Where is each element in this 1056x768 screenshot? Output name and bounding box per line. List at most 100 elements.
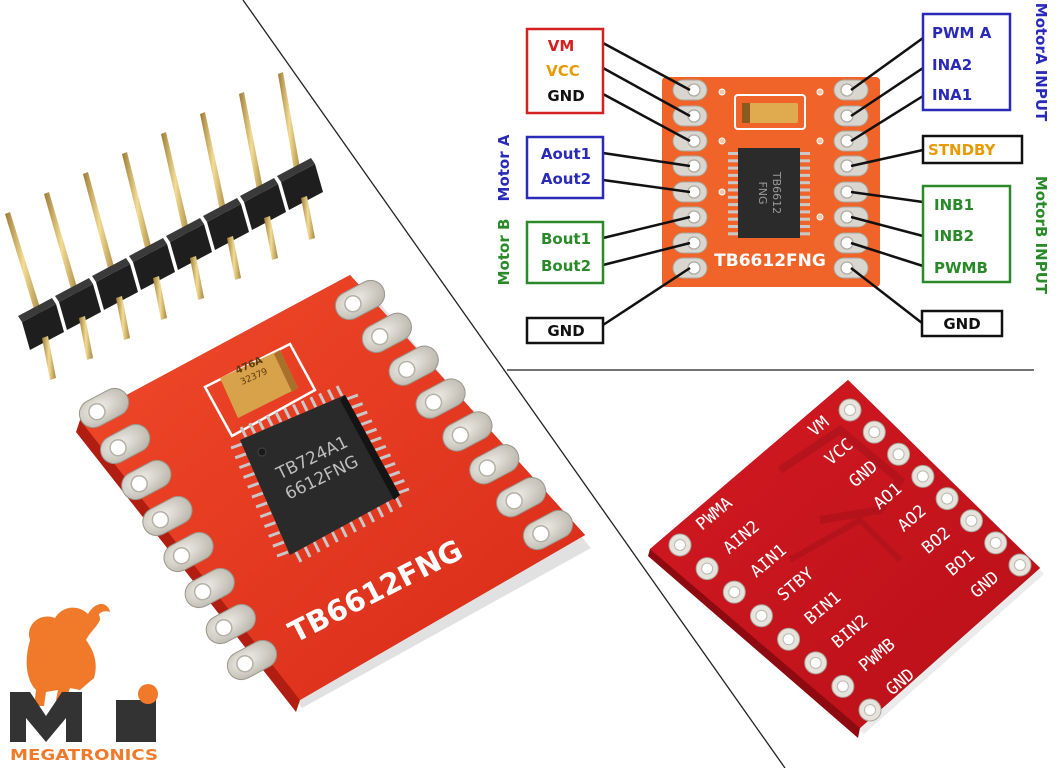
megatronics-logo: Mi MEGATRONICS — [10, 604, 158, 764]
label-vcc: VCC — [546, 62, 580, 80]
header-pin-short — [190, 256, 204, 300]
connector-line — [602, 178, 691, 194]
label-aout2: Aout2 — [541, 170, 591, 188]
board-front-pads — [78, 279, 574, 681]
connector-line — [602, 266, 691, 327]
label-inb1: INB1 — [934, 196, 974, 214]
solder-pad — [469, 444, 520, 485]
pinout-chip-text-1: TB6612 — [770, 171, 783, 214]
solder-pad — [205, 603, 256, 645]
connector-line — [602, 241, 691, 267]
header-block — [59, 284, 101, 330]
pinout-connector-lines — [602, 36, 924, 327]
label-gnd-bottom-right: GND — [943, 315, 980, 333]
pin-header-strip — [5, 72, 323, 380]
header-pin-short — [301, 196, 315, 240]
side-label-motor-a: Motor A — [495, 134, 513, 201]
solder-pad — [226, 639, 278, 681]
header-pin-short — [79, 316, 93, 360]
header-pin-short — [116, 296, 130, 340]
pinout-chip — [738, 148, 800, 238]
pinout-board-label: TB6612FNG — [714, 251, 826, 271]
header-pin — [44, 192, 79, 296]
label-ina2: INA2 — [932, 56, 972, 74]
solder-pad — [100, 423, 151, 465]
connector-line — [850, 190, 924, 204]
connector-line — [602, 92, 691, 143]
connector-line — [850, 215, 924, 238]
solder-pad — [78, 387, 130, 429]
header-pin-short — [153, 276, 167, 320]
bull-icon — [26, 607, 100, 706]
box-power-left — [525, 27, 605, 115]
header-block — [170, 224, 212, 270]
box-gnd-bottom-right — [920, 309, 1004, 338]
pinout-capacitor — [742, 103, 798, 123]
solder-pad — [522, 509, 574, 551]
solder-pad — [184, 567, 235, 609]
box-standby — [921, 134, 1024, 165]
capacitor — [220, 350, 298, 418]
logo-dot — [138, 684, 158, 704]
connector-line — [850, 94, 924, 143]
solder-pad — [334, 279, 386, 321]
board-photo-front: 476A 32379 TB724A1 6612FNG TB6612FNG — [76, 275, 591, 712]
connector-line — [602, 215, 691, 240]
connector-line — [850, 36, 924, 92]
side-label-motorb-input: MotorB INPUT — [1032, 176, 1050, 295]
label-aout1: Aout1 — [541, 145, 591, 163]
header-block — [133, 244, 175, 290]
header-block — [96, 264, 138, 310]
header-pin-short — [227, 236, 241, 280]
connector-line — [602, 41, 691, 92]
solder-pad — [442, 411, 493, 452]
solder-pad — [496, 477, 547, 518]
side-label-motora-input: MotorA INPUT — [1032, 3, 1050, 122]
pinout-chip-text-2: FNG — [756, 181, 769, 204]
box-motor-a-input — [921, 12, 1012, 112]
connector-line — [602, 151, 691, 168]
box-motor-a-out — [525, 135, 605, 200]
pinout-diagram: TB6612 FNG TB6612FNG VM VCC GND Aout1 Ao… — [495, 3, 1050, 345]
solder-pad — [142, 495, 193, 537]
connector-line — [850, 66, 924, 118]
solder-pad — [361, 312, 412, 353]
header-pin-short — [42, 336, 56, 380]
label-gnd-bottom-left: GND — [547, 322, 584, 340]
header-block — [22, 304, 64, 350]
solder-pad — [388, 345, 439, 386]
label-pwma: PWM A — [932, 24, 992, 42]
header-pin — [5, 212, 42, 316]
header-block — [281, 164, 323, 210]
connector-line — [602, 66, 691, 118]
header-pin-short — [264, 216, 278, 260]
header-pin — [122, 152, 153, 256]
solder-pad — [121, 459, 172, 501]
connector-line — [850, 267, 923, 324]
connector-line — [850, 241, 924, 268]
label-gnd-top-left: GND — [547, 87, 584, 105]
header-pin — [278, 72, 301, 176]
header-pin — [83, 172, 116, 276]
connector-line — [850, 148, 924, 168]
board-back-pads — [668, 398, 1032, 722]
header-pin — [161, 132, 190, 236]
header-block — [244, 184, 286, 230]
logo-brand-text: MEGATRONICS — [10, 746, 158, 764]
label-pwmb: PWMB — [934, 259, 988, 277]
label-bout2: Bout2 — [541, 257, 591, 275]
divider-diagonal — [242, 0, 786, 768]
header-pin — [200, 112, 227, 216]
solder-pad — [415, 378, 466, 419]
logo-m-letter — [10, 692, 82, 742]
box-motor-b-out — [525, 220, 605, 285]
box-motor-b-input — [921, 184, 1012, 284]
header-block — [207, 204, 249, 250]
label-bout1: Bout1 — [541, 230, 591, 248]
pinout-pads — [672, 79, 869, 279]
label-vm: VM — [548, 37, 575, 55]
side-label-motor-b: Motor B — [495, 219, 513, 286]
box-gnd-bottom-left — [525, 316, 605, 345]
board-photo-back: PWMAVMAIN2VCCAIN1GNDSTBYAO1BIN1AO2BIN2BO… — [648, 380, 1044, 738]
